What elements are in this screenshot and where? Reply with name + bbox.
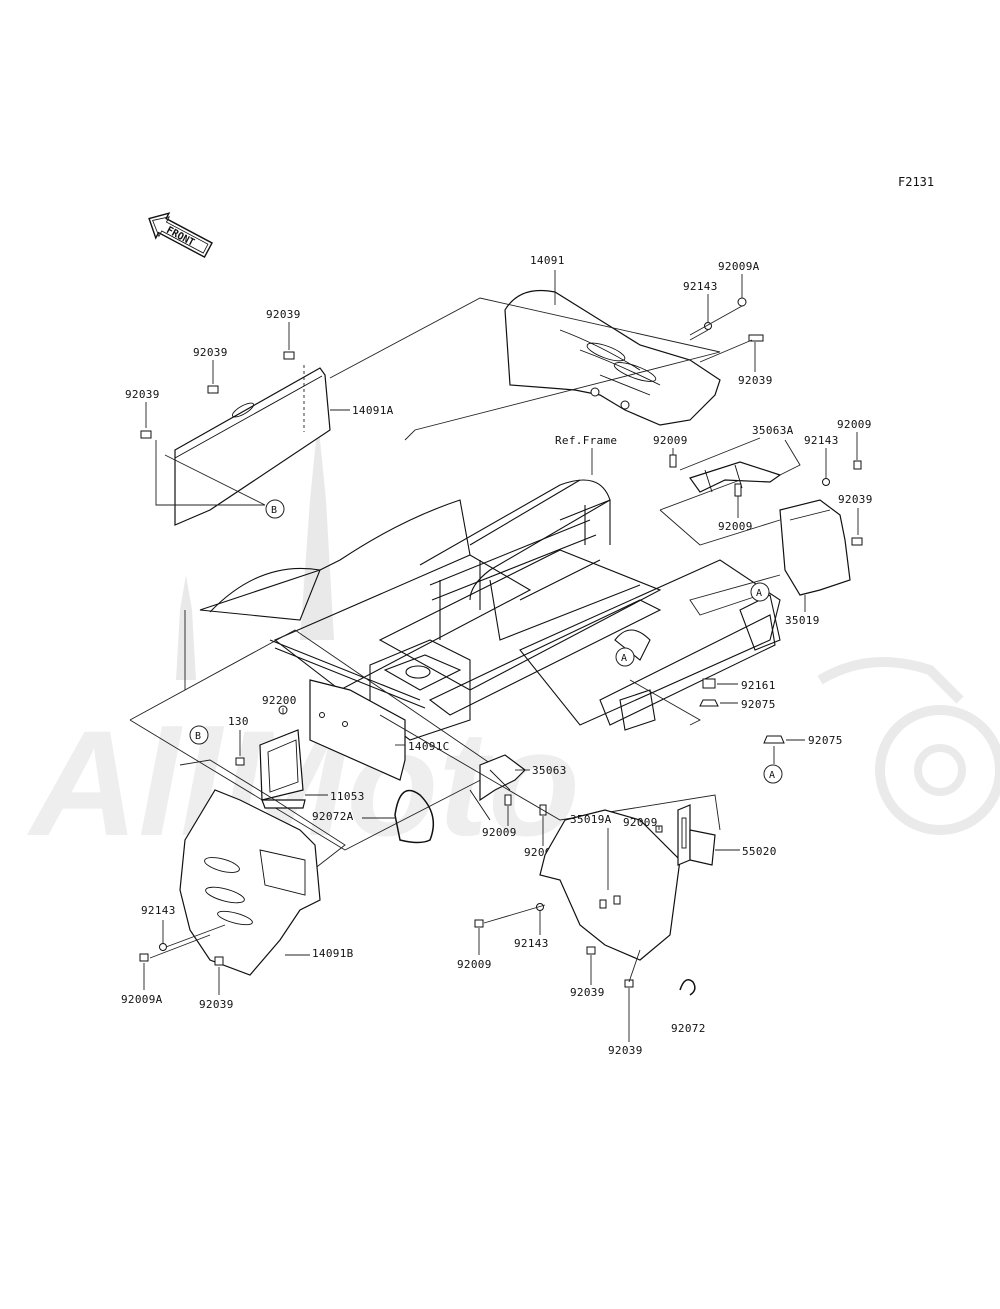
part-35063-label: 35063 (532, 764, 567, 777)
ref-frame-label: Ref.Frame (555, 434, 617, 447)
gasket-11053 (259, 729, 306, 809)
watermark-tower-icon (176, 575, 196, 680)
part-92039-left-low-label: 92039 (125, 388, 160, 401)
part-92009-low-c-label: 92009 (623, 816, 658, 829)
bolt-92039-left-mid (207, 385, 219, 394)
bracket-35063 (469, 754, 526, 821)
watermark-wheel-icon (875, 705, 1000, 835)
part-92039-bottom-left-label: 92039 (199, 998, 234, 1011)
pad-92161 (702, 678, 716, 689)
bolt-92039-bottom-mid (586, 946, 596, 955)
part-92039-bottom-right-label: 92039 (608, 1044, 643, 1057)
part-55020-label: 55020 (742, 845, 777, 858)
bracket-55020 (677, 804, 716, 866)
part-35019A-label: 35019A (570, 813, 612, 826)
bolt-92009-right (853, 460, 862, 470)
bolt-92039-bottom-right (624, 979, 634, 988)
part-14091B-label: 14091B (312, 947, 354, 960)
part-92200-label: 92200 (262, 694, 297, 707)
part-92039-left-top-label: 92039 (266, 308, 301, 321)
part-92161-label: 92161 (741, 679, 776, 692)
part-92009A-top-label: 92009A (718, 260, 760, 273)
guard-35019 (779, 499, 851, 596)
strap-92072A (394, 789, 435, 844)
ref-marker-b-bottom: B (189, 725, 209, 745)
main-frame (199, 479, 781, 741)
figure-code: F2131 (898, 175, 934, 189)
guard-35019A (539, 809, 681, 961)
part-92072-label: 92072 (671, 1022, 706, 1035)
part-14091A-label: 14091A (352, 404, 394, 417)
part-92039-right-label: 92039 (838, 493, 873, 506)
part-92143-bottom-mid-label: 92143 (514, 937, 549, 950)
watermark: AllMoto (26, 420, 1000, 867)
part-92072A-label: 92072A (312, 810, 354, 823)
ref-marker-a-center: A (615, 647, 635, 667)
part-92075-b-label: 92075 (808, 734, 843, 747)
bolt-130 (235, 757, 245, 766)
part-92039-bottom-mid-label: 92039 (570, 986, 605, 999)
bolt-92039-bottom-left (214, 956, 224, 966)
plate-14091C (309, 679, 406, 781)
bolt-92039-right (851, 537, 863, 546)
bolt-92039-left-top (283, 351, 295, 360)
part-92075-a-label: 92075 (741, 698, 776, 711)
pad-92075-a (699, 699, 719, 707)
svg-text:A: A (756, 588, 762, 599)
washer-92143-right (822, 478, 830, 486)
svg-text:B: B (195, 731, 201, 742)
part-92143-bottom-left-label: 92143 (141, 904, 176, 917)
part-92039-top-right-label: 92039 (738, 374, 773, 387)
svg-text:A: A (621, 653, 627, 664)
ref-marker-a-right: A (750, 582, 770, 602)
part-92009-low-a-label: 92009 (482, 826, 517, 839)
bolt-92039-left-low (140, 430, 152, 439)
part-130-label: 130 (228, 715, 249, 728)
washer-92143-bottom-mid (536, 903, 544, 911)
bolt-92009-mid (669, 454, 677, 468)
clip-92072 (679, 979, 696, 996)
part-92009-mid-low-label: 92009 (718, 520, 753, 533)
part-92039-left-mid-label: 92039 (193, 346, 228, 359)
part-92009-right-label: 92009 (837, 418, 872, 431)
watermark-spire-icon (300, 420, 334, 640)
part-14091-label: 14091 (530, 254, 565, 267)
cover-14091 (504, 289, 721, 426)
bolt-92009-low-a (504, 794, 512, 806)
part-92009-bottom-label: 92009 (457, 958, 492, 971)
part-92143-right-label: 92143 (804, 434, 839, 447)
bolt-92009-mid-low (734, 483, 742, 497)
ref-marker-b-top: B (265, 499, 285, 519)
bolt-92009-bottom (474, 919, 484, 928)
part-92009A-bottom-label: 92009A (121, 993, 163, 1006)
pad-92075-b (763, 735, 785, 744)
cover-14091A (174, 367, 331, 526)
front-arrow-icon: FRONT (148, 212, 213, 259)
part-92143-top-label: 92143 (683, 280, 718, 293)
svg-text:B: B (271, 505, 277, 516)
svg-text:A: A (769, 770, 775, 781)
part-11053-label: 11053 (330, 790, 365, 803)
part-14091C-label: 14091C (408, 740, 450, 753)
bolt-92039-top-right (748, 334, 764, 342)
washer-92143-bottom-left (159, 943, 167, 951)
bolt-92009A-top (737, 297, 747, 307)
part-35019-label: 35019 (785, 614, 820, 627)
part-35063A-label: 35063A (752, 424, 794, 437)
part-92009-mid-label: 92009 (653, 434, 688, 447)
bolt-92009A-bottom (139, 953, 149, 962)
ref-marker-a-lower: A (763, 764, 783, 784)
